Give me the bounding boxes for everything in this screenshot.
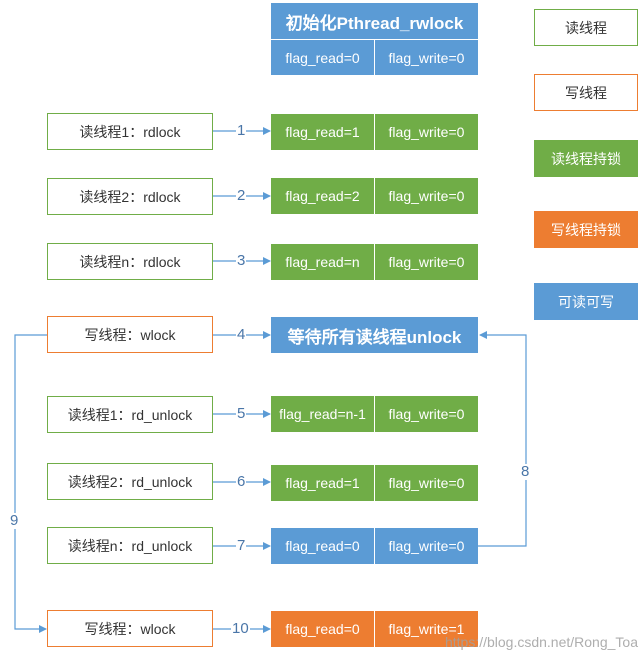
arrow-label-1: 1 — [236, 122, 247, 139]
arrow-label-6: 6 — [236, 473, 247, 490]
step-6-flag-write: flag_write=0 — [375, 465, 478, 501]
init-title: 初始化Pthread_rwlock — [271, 3, 478, 39]
legend-readable-writable: 可读可写 — [534, 283, 638, 320]
legend-read-thread: 读线程 — [534, 9, 638, 46]
step-10-flag-read: flag_read=0 — [271, 611, 374, 647]
step-2-flag-write: flag_write=0 — [375, 178, 478, 214]
step-2-flag-read: flag_read=2 — [271, 178, 374, 214]
step-3-flag-read: flag_read=n — [271, 244, 374, 280]
legend-read-locked: 读线程持锁 — [534, 140, 638, 177]
arrow-label-8: 8 — [520, 463, 531, 480]
step-1-flag-read: flag_read=1 — [271, 114, 374, 150]
legend-write-thread: 写线程 — [534, 74, 638, 111]
thread-write-wlock-wait: 写线程：wlock — [47, 316, 213, 353]
step-6-flag-read: flag_read=1 — [271, 465, 374, 501]
legend-write-locked: 写线程持锁 — [534, 211, 638, 248]
thread-read-1-rd-unlock: 读线程1：rd_unlock — [47, 396, 213, 433]
step-7-flag-write: flag_write=0 — [375, 528, 478, 564]
arrow-label-3: 3 — [236, 252, 247, 269]
step-10-flag-write: flag_write=1 — [375, 611, 478, 647]
watermark: https://blog.csdn.net/Rong_Toa — [444, 634, 638, 650]
arrow-label-9: 9 — [9, 512, 20, 529]
arrow-label-5: 5 — [236, 405, 247, 422]
arrow-8-notify — [478, 331, 527, 547]
thread-read-2-rd-unlock: 读线程2：rd_unlock — [47, 463, 213, 500]
init-flag-read: flag_read=0 — [271, 40, 374, 75]
step-1-flag-write: flag_write=0 — [375, 114, 478, 150]
wait-all-readers-unlock: 等待所有读线程unlock — [271, 317, 478, 353]
arrow-label-2: 2 — [236, 187, 247, 204]
step-5-flag-read: flag_read=n-1 — [271, 396, 374, 432]
thread-read-1-rdlock: 读线程1：rdlock — [47, 113, 213, 150]
thread-read-2-rdlock: 读线程2：rdlock — [47, 178, 213, 215]
arrow-9-retry — [14, 334, 47, 633]
step-5-flag-write: flag_write=0 — [375, 396, 478, 432]
step-3-flag-write: flag_write=0 — [375, 244, 478, 280]
thread-write-wlock-acquire: 写线程：wlock — [47, 610, 213, 647]
arrow-label-4: 4 — [236, 326, 247, 343]
thread-read-n-rdlock: 读线程n：rdlock — [47, 243, 213, 280]
thread-read-n-rd-unlock: 读线程n：rd_unlock — [47, 527, 213, 564]
init-flag-write: flag_write=0 — [375, 40, 478, 75]
arrow-label-10: 10 — [231, 620, 250, 637]
arrow-label-7: 7 — [236, 537, 247, 554]
step-7-flag-read: flag_read=0 — [271, 528, 374, 564]
